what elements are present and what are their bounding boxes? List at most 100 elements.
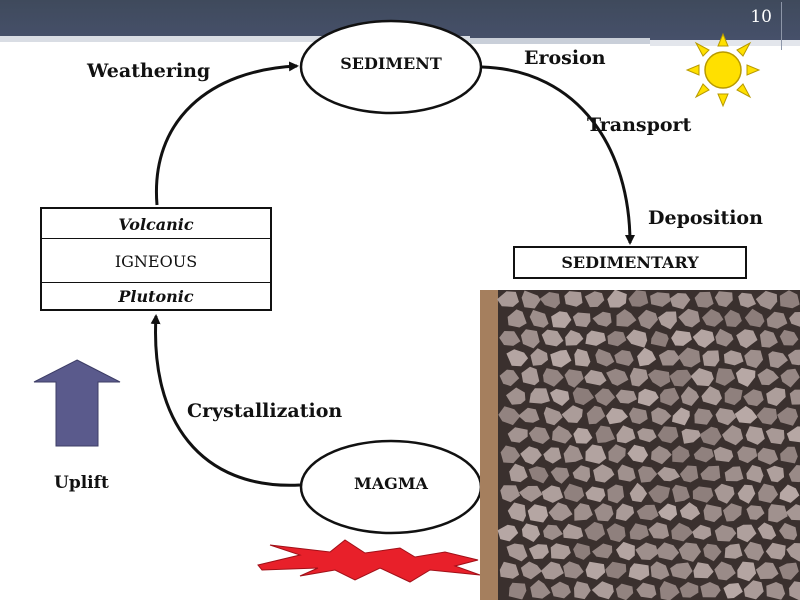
mud-cell [574,581,591,600]
mud-cell [497,524,519,542]
mud-cell [702,350,720,367]
mud-cell [592,543,613,559]
mud-cell [629,482,648,503]
mud-cell [692,524,712,540]
mud-cell [509,463,528,483]
mud-cell [746,465,764,483]
mud-cell [669,369,692,387]
mud-cell [572,312,591,328]
mud-cell [743,580,764,600]
deposition-label: Deposition [648,207,763,229]
mud-cell [563,483,585,503]
mud-cell [703,504,722,523]
mud-cell [543,524,563,541]
mud-cell [759,330,778,348]
mud-cell [789,311,800,327]
mud-cell [635,542,659,560]
mud-cell [616,425,636,444]
crystallization-label: Crystallization [187,400,343,422]
mud-cell [615,389,637,404]
mud-cell [736,524,757,543]
mud-cell [607,331,627,347]
mud-cell [595,425,616,443]
mud-cell [574,348,591,367]
mud-cell [679,502,701,521]
igneous-divider-top [42,238,270,239]
mud-cell [594,503,614,522]
mud-cell [615,503,635,521]
mud-cell [543,406,563,426]
mud-cell [550,349,572,368]
mud-cell [500,485,521,503]
transport-label: Transport [587,114,692,136]
mud-cell [608,444,626,464]
mud-cell [679,582,699,598]
mud-cell [585,444,607,464]
mud-cell [671,330,692,346]
sediment-label: SEDIMENT [340,54,442,73]
mud-cell [499,331,521,346]
mud-cell [520,561,542,580]
mud-cell [585,330,606,346]
weathering-label: Weathering [87,60,211,82]
erosion-arrow [481,65,635,245]
mud-cell [757,368,779,386]
mud-cell [550,543,571,560]
mud-cell [657,426,679,444]
mud-cell [700,582,721,598]
mud-cell [779,290,800,309]
mud-cell [735,367,756,387]
mud-cell [606,523,626,543]
sedimentary-box: SEDIMENTARY [513,246,747,279]
mud-cell [671,522,694,542]
mud-cell [779,522,798,541]
mud-cell [700,465,721,482]
mud-cell [629,523,649,540]
mud-cell [563,561,584,579]
mud-cell [780,446,798,464]
mud-cell [650,561,670,580]
mud-cell [539,292,560,309]
slide-number: 10 [750,7,772,27]
mud-cell [521,523,541,542]
mud-cell [616,309,637,327]
mud-cell [498,406,521,426]
mud-cell [607,290,627,308]
mud-cell [628,290,649,307]
mud-cell [648,485,671,504]
mud-cell [789,389,800,405]
mud-cell [745,426,765,445]
mud-cell [563,523,584,540]
mud-cell [715,408,737,426]
mud-cell [737,484,756,504]
mud-cell [724,387,743,406]
mud-cell [715,328,734,347]
mud-cell [541,485,564,503]
mud-cell [701,386,722,406]
mud-cell [500,445,521,464]
mud-cell [678,347,701,368]
mud-cell [636,504,659,521]
mud-cell [572,465,591,483]
mud-cell [787,349,800,366]
mud-cell [715,368,736,386]
mud-cell [615,583,634,600]
mud-cell [584,291,605,308]
mud-cell [648,522,670,539]
mud-cell [656,542,680,561]
mud-cell [788,465,800,483]
igneous-plutonic-label: Plutonic [118,287,194,306]
mud-cell [694,291,714,308]
sun-icon [685,32,761,108]
mud-cell [744,349,764,369]
mud-cell [755,290,778,310]
mud-cell [550,581,571,599]
mud-cell [528,426,550,444]
mud-cell [650,292,671,307]
mud-cell [648,369,671,388]
magma-label: MAGMA [354,474,428,493]
mud-cell [541,329,564,347]
mud-cell [693,562,714,579]
mud-cell [506,387,526,405]
mud-cell [518,407,540,423]
